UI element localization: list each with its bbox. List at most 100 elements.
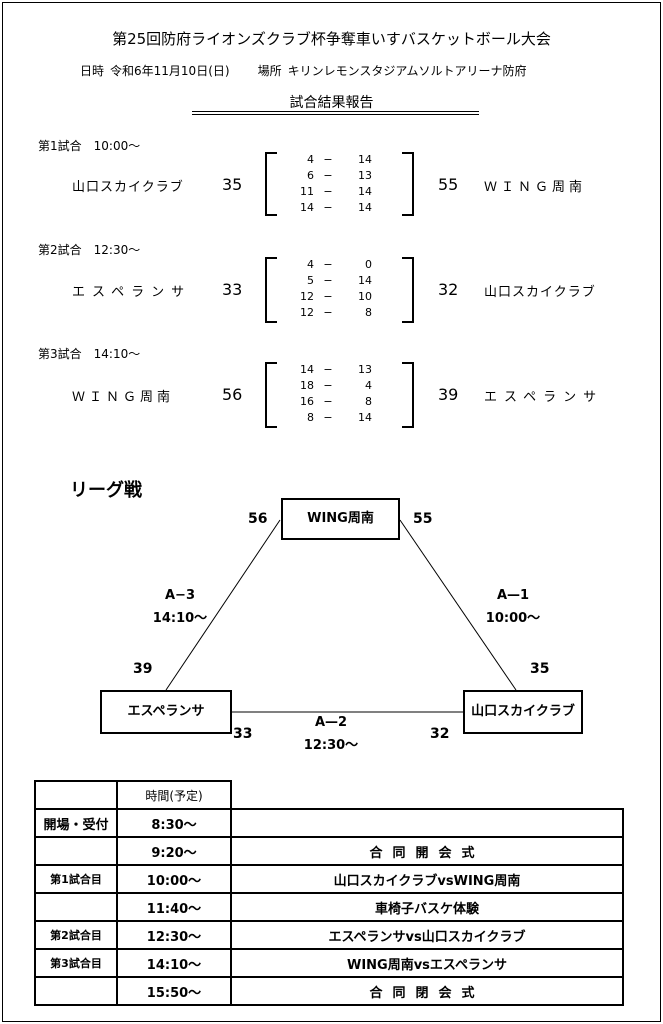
league-team-top: WING周南 xyxy=(281,498,400,540)
quarter-row: 14−14 xyxy=(300,201,372,214)
score-left-top: 39 xyxy=(133,661,153,677)
game1-bracket-right xyxy=(402,152,414,216)
place-label: 場所 xyxy=(257,64,282,78)
match-a2-code: A—2 xyxy=(314,715,348,730)
game3-left-score: 56 xyxy=(222,385,243,404)
quarter-row: 5−14 xyxy=(307,274,372,287)
report-underline xyxy=(192,111,479,112)
line-a1 xyxy=(399,519,517,691)
row-event: エスペランサvs山口スカイクラブ xyxy=(230,920,624,950)
quarter-row: 11−14 xyxy=(300,185,372,198)
row-time: 11:40〜 xyxy=(116,892,232,922)
table-row: 15:50〜 合同閉会式 xyxy=(34,976,624,1006)
row-label: 第2試合目 xyxy=(34,920,118,950)
row-label: 開場・受付 xyxy=(34,808,118,838)
quarter-row: 12−10 xyxy=(300,290,372,303)
report-underline-2 xyxy=(192,114,479,115)
game1-left-score: 35 xyxy=(222,175,243,194)
game3-label: 第3試合 14:10〜 xyxy=(38,347,141,361)
league-lines xyxy=(165,519,517,713)
game3-bracket-left xyxy=(265,362,277,428)
match-a3: A−3 14:10〜 xyxy=(145,588,215,626)
match-a2: A—2 12:30〜 xyxy=(296,715,366,753)
score-top-right: 55 xyxy=(413,511,433,527)
game2-right-score: 32 xyxy=(438,280,459,299)
table-row: 第2試合目 12:30〜 エスペランサvs山口スカイクラブ xyxy=(34,920,624,950)
game2-right-team: 山口スカイクラブ xyxy=(484,285,596,300)
date-label: 日時 xyxy=(80,64,105,78)
score-bottom-left: 33 xyxy=(233,726,253,742)
row-label xyxy=(34,976,118,1006)
quarter-row: 14−13 xyxy=(300,363,372,376)
schedule-table: 時間(予定) 開場・受付 8:30〜 9:20〜 合同開会式 第1試合目 10:… xyxy=(34,780,624,1006)
score-bottom-right: 32 xyxy=(430,726,450,742)
game1-left-team: 山口スカイクラブ xyxy=(72,180,184,195)
game2-left-score: 33 xyxy=(222,280,243,299)
row-label xyxy=(34,892,118,922)
table-row: 開場・受付 8:30〜 xyxy=(34,808,624,838)
event-date: 令和6年11月10日(日) xyxy=(110,64,230,78)
header-blank xyxy=(34,780,118,810)
row-time: 12:30〜 xyxy=(116,920,232,950)
league-team-right: 山口スカイクラブ xyxy=(463,690,583,734)
game2-bracket-left xyxy=(265,257,277,323)
match-a3-code: A−3 xyxy=(165,588,195,603)
league-team-left: エスペランサ xyxy=(100,690,232,734)
row-label: 第1試合目 xyxy=(34,864,118,894)
game1-right-team: ＷＩＮＧ周南 xyxy=(484,180,587,195)
row-label xyxy=(34,836,118,866)
row-event: 山口スカイクラブvsWING周南 xyxy=(230,864,624,894)
quarter-row: 18−4 xyxy=(300,379,372,392)
league-title: リーグ戦 xyxy=(70,480,142,501)
game1-right-score: 55 xyxy=(438,175,459,194)
line-a3 xyxy=(165,519,281,691)
score-top-left: 56 xyxy=(248,511,268,527)
game2-left-team: エスペランサ xyxy=(72,285,192,300)
header-empty xyxy=(231,781,623,809)
row-event: WING周南vsエスペランサ xyxy=(230,948,624,978)
game2-bracket-right xyxy=(402,257,414,323)
row-label: 第3試合目 xyxy=(34,948,118,978)
game2-quarters: 4−0 5−14 12−10 12−8 xyxy=(268,257,388,321)
report-heading: 試合結果報告 xyxy=(289,95,374,111)
tournament-title: 第25回防府ライオンズクラブ杯争奪車いすバスケットボール大会 xyxy=(112,30,551,48)
quarter-row: 16−8 xyxy=(300,395,372,408)
game1-bracket-left xyxy=(265,152,277,216)
quarter-row: 4−0 xyxy=(307,258,372,271)
row-event: 車椅子バスケ体験 xyxy=(230,892,624,922)
quarter-row: 4−14 xyxy=(307,153,372,166)
row-event: 合同閉会式 xyxy=(230,976,624,1006)
table-row: 11:40〜 車椅子バスケ体験 xyxy=(34,892,624,922)
table-row: 9:20〜 合同開会式 xyxy=(34,836,624,866)
event-info: 日時令和6年11月10日(日) 場所キリンレモンスタジアムソルトアリーナ防府 xyxy=(80,62,533,79)
row-time: 14:10〜 xyxy=(116,948,232,978)
game1-quarters: 4−14 6−13 11−14 14−14 xyxy=(268,152,388,216)
schedule-header-row: 時間(予定) xyxy=(34,780,623,810)
score-right-top: 35 xyxy=(530,661,550,677)
quarter-row: 12−8 xyxy=(300,306,372,319)
match-a1-time: 10:00〜 xyxy=(485,611,541,626)
time-header: 時間(予定) xyxy=(116,780,232,810)
quarter-row: 8−14 xyxy=(307,411,372,424)
row-time: 10:00〜 xyxy=(116,864,232,894)
game1-label: 第1試合 10:00〜 xyxy=(38,139,141,153)
row-time: 9:20〜 xyxy=(116,836,232,866)
event-place: キリンレモンスタジアムソルトアリーナ防府 xyxy=(287,64,527,78)
quarter-row: 6−13 xyxy=(307,169,372,182)
row-event: 合同開会式 xyxy=(230,836,624,866)
table-row: 第3試合目 14:10〜 WING周南vsエスペランサ xyxy=(34,948,624,978)
game3-quarters: 14−13 18−4 16−8 8−14 xyxy=(268,362,388,426)
match-a3-time: 14:10〜 xyxy=(152,611,208,626)
match-a1-code: A—1 xyxy=(496,588,530,603)
game3-left-team: ＷＩＮＧ周南 xyxy=(72,390,175,405)
row-event xyxy=(230,808,624,838)
game2-label: 第2試合 12:30〜 xyxy=(38,243,141,257)
game3-bracket-right xyxy=(402,362,414,428)
match-a1: A—1 10:00〜 xyxy=(478,588,548,626)
row-time: 8:30〜 xyxy=(116,808,232,838)
match-a2-time: 12:30〜 xyxy=(303,738,359,753)
table-row: 第1試合目 10:00〜 山口スカイクラブvsWING周南 xyxy=(34,864,624,894)
game3-right-team: エスペランサ xyxy=(484,390,604,405)
game3-right-score: 39 xyxy=(438,385,459,404)
